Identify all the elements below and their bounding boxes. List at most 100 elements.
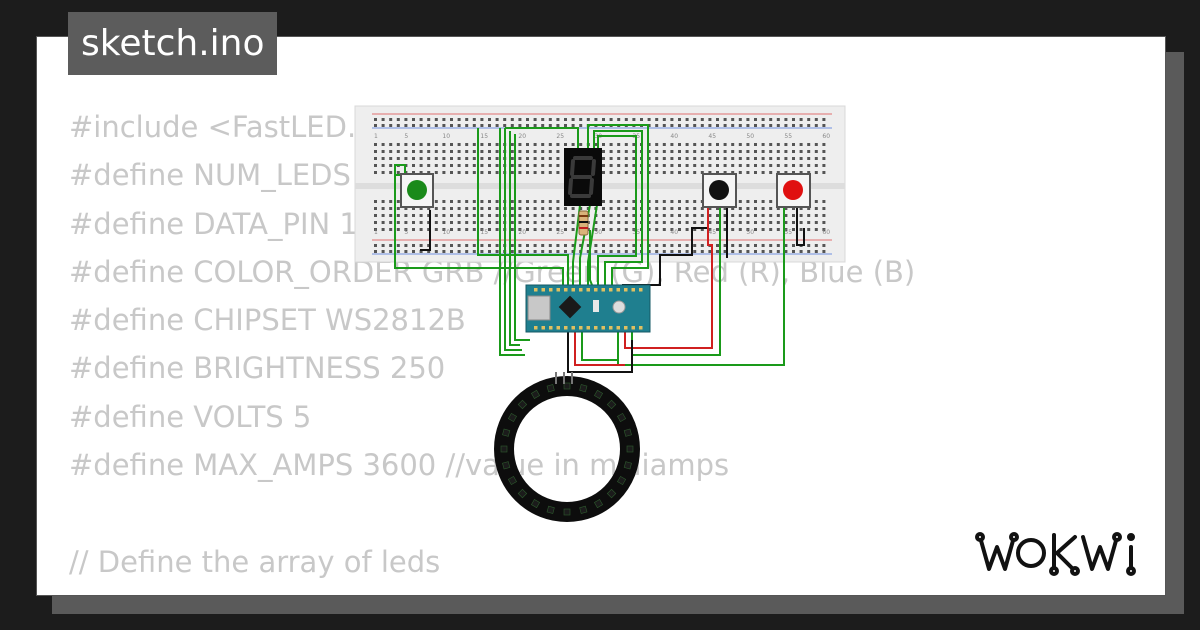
- breadboard-hole: [480, 214, 484, 217]
- breadboard-hole: [822, 207, 826, 210]
- breadboard-hole: [389, 124, 393, 127]
- breadboard-hole: [624, 214, 628, 217]
- wokwi-logo[interactable]: [975, 525, 1155, 579]
- breadboard-hole: [678, 214, 681, 217]
- breadboard-hole: [822, 118, 826, 121]
- breadboard-hole: [685, 244, 689, 247]
- breadboard-hole: [548, 207, 552, 210]
- breadboard-hole: [602, 228, 605, 231]
- breadboard-hole: [396, 157, 400, 160]
- breadboard-hole: [792, 171, 795, 174]
- breadboard-hole: [374, 171, 377, 174]
- breadboard-hole: [381, 157, 385, 160]
- breadboard-hole: [510, 150, 514, 153]
- breadboard-hole: [624, 200, 628, 203]
- breadboard-hole: [450, 228, 453, 231]
- breadboard-hole: [472, 207, 476, 210]
- breadboard-hole: [495, 200, 499, 203]
- nano-pin: [556, 288, 560, 292]
- breadboard-hole: [495, 124, 499, 127]
- breadboard-hole: [708, 157, 712, 160]
- arduino-nano[interactable]: [525, 284, 651, 333]
- breadboard-hole: [488, 250, 491, 253]
- breadboard-hole: [632, 207, 636, 210]
- breadboard-hole: [564, 207, 567, 210]
- breadboard-hole: [526, 250, 529, 253]
- red-pushbutton[interactable]: [776, 173, 811, 208]
- breadboard-hole: [647, 150, 651, 153]
- breadboard-hole: [450, 171, 453, 174]
- breadboard-hole: [442, 143, 446, 146]
- breadboard-hole: [465, 214, 469, 217]
- breadboard-hole: [807, 143, 811, 146]
- breadboard-hole: [784, 221, 788, 224]
- breadboard-hole: [716, 164, 719, 167]
- nano-pin: [639, 288, 643, 292]
- nano-pin: [594, 288, 598, 292]
- breadboard-hole: [526, 118, 529, 121]
- breadboard-hole: [457, 228, 461, 231]
- breadboard-hole: [472, 221, 476, 224]
- black-pushbutton[interactable]: [702, 173, 737, 208]
- breadboard-hole: [495, 164, 499, 167]
- breadboard-hole: [754, 143, 757, 146]
- breadboard-hole: [526, 171, 529, 174]
- breadboard-hole: [799, 221, 803, 224]
- breadboard-hole: [738, 244, 742, 247]
- breadboard-hole: [693, 200, 697, 203]
- green-pushbutton[interactable]: [400, 173, 434, 208]
- breadboard-hole: [655, 171, 659, 174]
- breadboard-hole: [662, 150, 666, 153]
- breadboard-hole: [662, 221, 666, 224]
- breadboard-hole: [571, 221, 575, 224]
- breadboard-hole: [776, 124, 780, 127]
- breadboard-hole: [807, 228, 811, 231]
- breadboard-hole: [723, 228, 727, 231]
- breadboard-hole: [442, 164, 446, 167]
- breadboard-hole: [571, 244, 575, 247]
- breadboard-hole: [389, 207, 393, 210]
- breadboard-hole: [480, 250, 484, 253]
- breadboard-hole: [556, 214, 560, 217]
- breadboard-hole: [374, 143, 377, 146]
- breadboard-hole: [647, 221, 651, 224]
- breadboard-hole: [822, 150, 826, 153]
- breadboard-hole: [594, 143, 598, 146]
- breadboard-hole: [594, 250, 598, 253]
- resistor: [578, 210, 589, 236]
- breadboard-hole: [670, 118, 674, 121]
- breadboard-hole: [381, 244, 385, 247]
- breadboard-hole: [419, 124, 423, 127]
- breadboard-hole: [419, 207, 423, 210]
- breadboard-hole: [381, 228, 385, 231]
- breadboard-hole: [495, 244, 499, 247]
- led-ring[interactable]: [494, 372, 640, 522]
- breadboard-hole: [678, 200, 681, 203]
- breadboard-hole: [465, 118, 469, 121]
- breadboard-hole: [670, 171, 674, 174]
- breadboard-hole: [814, 244, 818, 247]
- nano-pin: [564, 326, 568, 330]
- breadboard-hole: [609, 228, 613, 231]
- breadboard-hole: [571, 250, 575, 253]
- breadboard-hole: [510, 244, 514, 247]
- breadboard-hole: [434, 250, 438, 253]
- breadboard-hole: [602, 250, 605, 253]
- breadboard-hole: [556, 244, 560, 247]
- breadboard-hole: [685, 118, 689, 121]
- breadboard-hole: [807, 150, 811, 153]
- breadboard-hole: [457, 143, 461, 146]
- breadboard-hole: [708, 228, 712, 231]
- filename-tab[interactable]: sketch.ino: [68, 12, 278, 75]
- breadboard-hole: [746, 214, 750, 217]
- breadboard-hole: [678, 244, 681, 247]
- breadboard-column-number: 40: [670, 133, 678, 140]
- seven-segment-display[interactable]: [564, 148, 602, 206]
- breadboard-hole: [754, 157, 757, 160]
- breadboard-hole: [670, 221, 674, 224]
- breadboard-hole: [533, 143, 537, 146]
- breadboard-hole: [723, 143, 727, 146]
- breadboard-hole: [769, 228, 773, 231]
- breadboard-hole: [457, 118, 461, 121]
